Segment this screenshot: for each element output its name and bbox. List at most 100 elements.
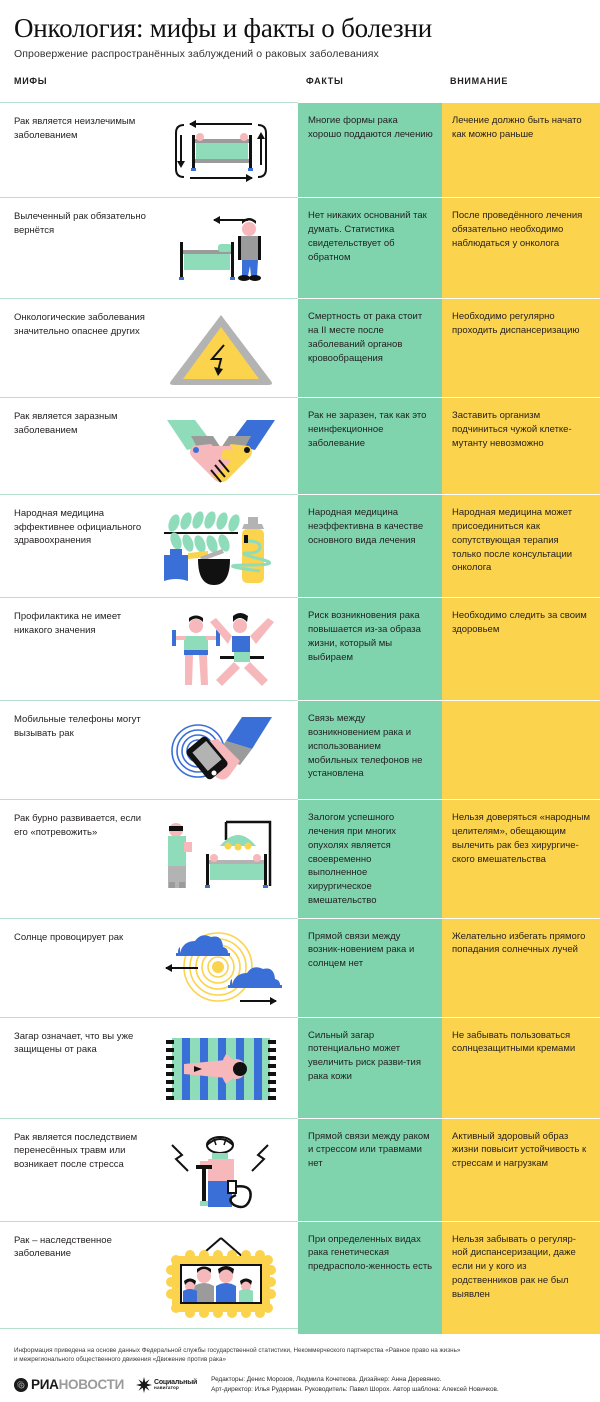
sun-with-clouds-icon bbox=[154, 931, 288, 1007]
bottom-strip-myth bbox=[0, 1327, 298, 1334]
ria-globe-icon bbox=[14, 1377, 28, 1392]
source-line-1: Информация приведена на основе данных Фе… bbox=[14, 1346, 461, 1354]
patient-leaving-bed-icon bbox=[154, 210, 288, 288]
table-row: Мобильные телефоны могут вызывать рак Св… bbox=[0, 700, 600, 800]
attention-text: Не забывать пользоваться солнцезащитными… bbox=[452, 1029, 576, 1055]
attention-text: После проведённого лечения обязательно н… bbox=[452, 210, 583, 249]
attention-text: Желательно избегать прямого попадания со… bbox=[452, 930, 586, 956]
fact-cell: Нет никаких оснований так думать. Статис… bbox=[298, 197, 442, 299]
credits-line-2: Арт-директор: Илья Рудерман. Руководител… bbox=[211, 1385, 499, 1393]
myth-text: Загар означает, что вы уже защищены от р… bbox=[14, 1030, 134, 1056]
myth-cell: Рак является неизлечимым заболеванием bbox=[0, 103, 298, 197]
column-header-facts: ФАКТЫ bbox=[306, 76, 344, 87]
fact-cell: Залогом успешного лечения при многих опу… bbox=[298, 799, 442, 918]
attention-cell: Активный здоровый образ жизни повысит ус… bbox=[442, 1117, 600, 1221]
attention-cell: Заставить организм подчиниться чужой кле… bbox=[442, 397, 600, 495]
fact-text: Сильный загар потенциально может увеличи… bbox=[308, 1029, 421, 1082]
credits-line-1: Редакторы: Денис Морозов, Людмила Кочетк… bbox=[211, 1375, 442, 1383]
table-bottom-strip bbox=[0, 1327, 600, 1334]
fact-cell: Сильный загар потенциально может увеличи… bbox=[298, 1016, 442, 1118]
column-header-myths: МИФЫ bbox=[14, 76, 48, 87]
myth-cell: Онкологические заболевания значительно о… bbox=[0, 299, 298, 397]
fact-cell: При определенных видах рака генетическая… bbox=[298, 1220, 442, 1328]
attention-cell bbox=[442, 700, 600, 800]
attention-text: Заставить организм подчиниться чужой кле… bbox=[452, 410, 572, 449]
table-row: Солнце провоцирует рак Прямой связи межд… bbox=[0, 917, 600, 1017]
table-row: Народная медицина эффективнее официально… bbox=[0, 494, 600, 598]
attention-cell: Нельзя доверяться «народным целителям», … bbox=[442, 799, 600, 918]
fact-cell: Риск возникновения рака повышается из-за… bbox=[298, 597, 442, 701]
fact-text: Народная медицина неэффективна в качеств… bbox=[308, 507, 424, 546]
social-navigator-logo: Социальный навигатор bbox=[136, 1376, 198, 1393]
myth-cell: Солнце провоцирует рак bbox=[0, 919, 298, 1017]
fact-text: Риск возникновения рака повышается из-за… bbox=[308, 610, 421, 663]
page-subtitle: Опровержение распространённых заблуждени… bbox=[14, 48, 379, 61]
myth-cell: Рак является заразным заболеванием bbox=[0, 398, 298, 494]
attention-cell: Необходимо регулярно проходить диспансер… bbox=[442, 298, 600, 398]
hospital-bed-with-arrows-icon bbox=[154, 115, 288, 187]
myth-cell: Рак является последствием перенесённых т… bbox=[0, 1119, 298, 1221]
fact-cell: Смертность от рака стоит на II месте пос… bbox=[298, 298, 442, 398]
attention-cell: После проведённого лечения обязательно н… bbox=[442, 197, 600, 299]
fact-cell: Рак не заразен, так как это неинфекционн… bbox=[298, 397, 442, 495]
hand-holding-phone-waves-icon bbox=[154, 713, 288, 789]
ria-logo-grey: НОВОСТИ bbox=[58, 1376, 125, 1392]
table-row: Загар означает, что вы уже защищены от р… bbox=[0, 1016, 600, 1118]
myth-text: Солнце провоцирует рак bbox=[14, 931, 124, 943]
fact-cell: Связь между возникновением рака и исполь… bbox=[298, 700, 442, 800]
bottom-strip-fact bbox=[298, 1327, 442, 1334]
table-row: Рак является неизлечимым заболеванием Мн… bbox=[0, 102, 600, 198]
ria-logo-text: РИАНОВОСТИ bbox=[31, 1378, 124, 1392]
person-on-beach-towel-icon bbox=[154, 1030, 288, 1108]
myth-cell: Профилактика не имеет никакого значения bbox=[0, 598, 298, 700]
myth-cell: Мобильные телефоны могут вызывать рак bbox=[0, 701, 298, 799]
fact-text: Прямой связи между возник-новением рака … bbox=[308, 930, 415, 970]
column-headers: МИФЫ ФАКТЫ ВНИМАНИЕ bbox=[0, 76, 600, 102]
attention-text: Народная медицина может присоединиться к… bbox=[452, 507, 573, 574]
source-note: Информация приведена на основе данных Фе… bbox=[14, 1346, 586, 1365]
fact-text: Прямой связи между раком и стрессом или … bbox=[308, 1130, 430, 1170]
column-header-attention: ВНИМАНИЕ bbox=[450, 76, 509, 87]
exercising-people-icon bbox=[154, 610, 288, 690]
header: Онкология: мифы и факты о болезни Опрове… bbox=[0, 0, 600, 61]
table-row: Рак бурно развивается, если его «потрево… bbox=[0, 799, 600, 918]
attention-text: Необходимо следить за своим здоровьем bbox=[452, 610, 587, 636]
fact-text: При определенных видах рака генетическая… bbox=[308, 1233, 433, 1273]
social-line-1: Социальный bbox=[154, 1378, 198, 1386]
fact-text: Залогом успешного лечения при многих опу… bbox=[308, 812, 397, 906]
star-burst-icon bbox=[136, 1376, 152, 1393]
myth-text: Рак – наследственное заболевание bbox=[14, 1234, 112, 1260]
bottom-strip-attention bbox=[442, 1327, 600, 1334]
myth-cell: Загар означает, что вы уже защищены от р… bbox=[0, 1018, 298, 1118]
myth-cell: Вылеченный рак обязательно вернётся bbox=[0, 198, 298, 298]
surgery-operating-table-icon bbox=[154, 812, 294, 892]
myth-text: Рак является последствием перенесённых т… bbox=[14, 1131, 138, 1170]
myth-cell: Народная медицина эффективнее официально… bbox=[0, 495, 298, 597]
attention-cell: Народная медицина может присоединиться к… bbox=[442, 494, 600, 598]
attention-text: Нельзя доверяться «народным целителям», … bbox=[452, 812, 590, 865]
myth-text: Вылеченный рак обязательно вернётся bbox=[14, 211, 146, 236]
family-photo-frame-icon bbox=[154, 1234, 288, 1318]
fact-text: Рак не заразен, так как это неинфекционн… bbox=[308, 410, 427, 449]
social-line-2: навигатор bbox=[154, 1384, 180, 1390]
herbs-mortar-bottle-icon bbox=[154, 507, 288, 587]
fact-cell: Прямой связи между раком и стрессом или … bbox=[298, 1117, 442, 1221]
myth-text: Профилактика не имеет никакого значения bbox=[14, 611, 122, 636]
warning-triangle-icon bbox=[154, 311, 288, 387]
fact-text: Смертность от рака стоит на II месте пос… bbox=[308, 311, 423, 364]
myth-text: Рак является заразным заболеванием bbox=[14, 411, 118, 436]
fact-text: Связь между возникновением рака и исполь… bbox=[308, 713, 423, 780]
myth-text: Народная медицина эффективнее официально… bbox=[14, 508, 142, 547]
attention-cell: Желательно избегать прямого попадания со… bbox=[442, 917, 600, 1017]
table-row: Профилактика не имеет никакого значения … bbox=[0, 597, 600, 701]
fact-cell: Народная медицина неэффективна в качеств… bbox=[298, 494, 442, 598]
footer: Информация приведена на основе данных Фе… bbox=[0, 1334, 600, 1402]
attention-cell: Не забывать пользоваться солнцезащитными… bbox=[442, 1016, 600, 1118]
table-row: Онкологические заболевания значительно о… bbox=[0, 298, 600, 398]
page-title: Онкология: мифы и факты о болезни bbox=[14, 13, 432, 43]
source-line-2: и межрегионального общественного движени… bbox=[14, 1356, 226, 1364]
myth-cell: Рак бурно развивается, если его «потрево… bbox=[0, 800, 298, 917]
myth-text: Мобильные телефоны могут вызывать рак bbox=[14, 714, 141, 739]
attention-text: Активный здоровый образ жизни повысит ус… bbox=[452, 1130, 587, 1170]
